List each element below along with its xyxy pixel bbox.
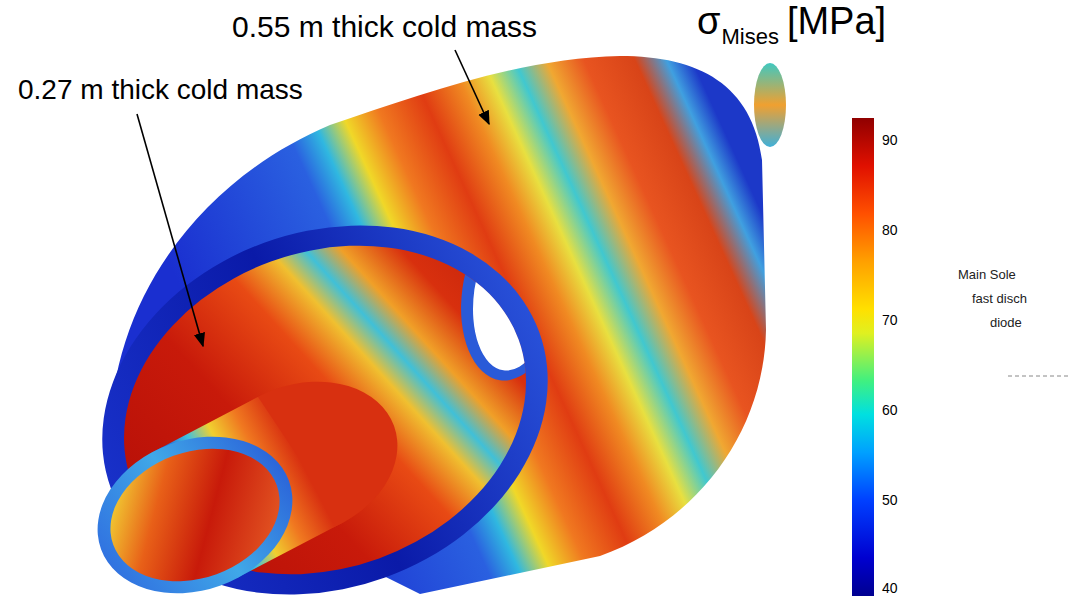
callout-label: 0.27 m thick cold mass xyxy=(18,76,303,104)
callout-label-text: 0.27 m thick cold mass xyxy=(18,74,303,105)
colorbar-tick: 50 xyxy=(882,493,898,507)
colorbar-tick-text: 60 xyxy=(882,402,898,418)
colorbar xyxy=(852,118,874,596)
cropped-note: Main Sole xyxy=(958,268,1016,281)
cropped-dashed-line xyxy=(1008,376,1069,377)
leader-line xyxy=(455,50,489,124)
large-cylinder-inner-wall xyxy=(77,191,572,600)
large-cylinder-rim xyxy=(50,165,600,600)
colorbar-tick: 70 xyxy=(882,313,898,327)
colorbar-tick-text: 70 xyxy=(882,312,898,328)
colorbar-tick-text: 50 xyxy=(882,492,898,508)
small-cylinder-rim xyxy=(75,410,314,600)
small-cylinder-inner-wall xyxy=(92,426,299,600)
far-opening xyxy=(464,214,564,376)
colorbar-tick: 60 xyxy=(882,403,898,417)
cropped-note-text: diode xyxy=(990,315,1022,330)
callout-label-text: 0.55 m thick cold mass xyxy=(232,10,537,43)
far-end-cylinder xyxy=(754,63,786,147)
colorbar-tick-text: 80 xyxy=(882,222,898,238)
cropped-note: diode xyxy=(990,316,1022,329)
cropped-note: fast disch xyxy=(972,292,1027,305)
colorbar-title-unit: [MPa] xyxy=(787,2,886,40)
colorbar-title-subscript-text: Mises xyxy=(721,24,778,49)
colorbar-tick: 80 xyxy=(882,223,898,237)
far-opening-rim xyxy=(451,203,574,387)
colorbar-tick-text: 90 xyxy=(882,132,898,148)
colorbar-title: σ xyxy=(697,2,720,40)
inner-far-opening xyxy=(451,203,574,387)
colorbar-tick: 40 xyxy=(882,581,898,595)
leader-line xyxy=(137,114,203,346)
cropped-note-text: fast disch xyxy=(972,291,1027,306)
callout-label: 0.55 m thick cold mass xyxy=(232,12,537,42)
colorbar-tick: 90 xyxy=(882,133,898,147)
colorbar-title-text: σ xyxy=(697,0,720,42)
colorbar-title-subscript: Mises xyxy=(721,26,778,48)
cropped-note-text: Main Sole xyxy=(958,267,1016,282)
colorbar-title-unit-text: [MPa] xyxy=(787,0,886,42)
colorbar-tick-text: 40 xyxy=(882,580,898,596)
small-cylinder xyxy=(75,355,419,600)
